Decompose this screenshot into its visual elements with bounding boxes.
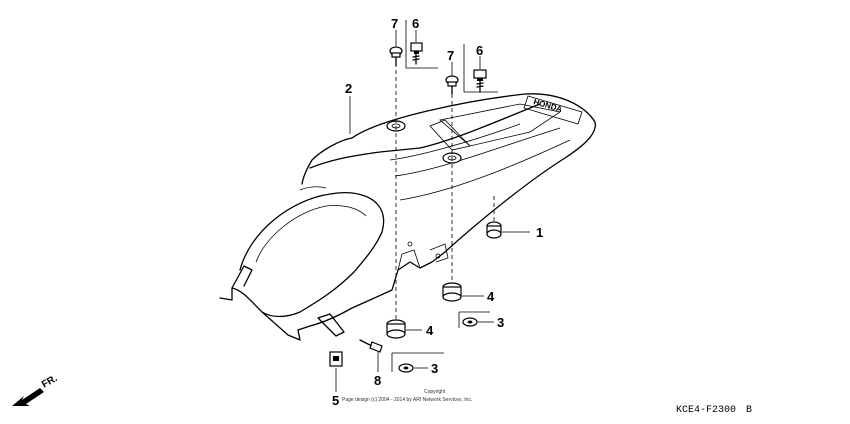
screw-6-left: [410, 42, 423, 65]
part-code-number: KCE4-F2300: [676, 405, 736, 416]
callout-3-upper: 3: [497, 315, 504, 330]
callout-7-right: 7: [447, 48, 454, 63]
callout-8: 8: [374, 373, 381, 388]
bolt-7-right: [445, 75, 459, 95]
front-arrow-icon: [12, 388, 44, 406]
bolt-8: [359, 339, 383, 353]
grommet-1: [486, 221, 502, 239]
callout-1: 1: [536, 225, 543, 240]
collar-4-left: [386, 319, 406, 339]
callout-4-right: 4: [487, 289, 495, 304]
callout-6-left: 6: [412, 16, 419, 31]
callout-5: 5: [332, 393, 339, 408]
group-brackets: [391, 20, 498, 372]
part-code-revision: B: [746, 405, 752, 416]
alignment-lines: [395, 70, 495, 320]
washer-3-lower: [398, 363, 414, 373]
callout-labels: 1 2 3 3 4 4 5 6 6 7 7 8: [332, 16, 543, 408]
bolt-7-left: [389, 46, 403, 67]
part-code: KCE4-F2300 B: [676, 405, 752, 416]
screw-6-right: [473, 69, 487, 93]
leader-lines: [335, 30, 530, 392]
copyright-notice: Page design (c) 2004 - 2014 by ARI Netwo…: [342, 397, 472, 403]
front-label: FR.: [40, 373, 60, 391]
clip-nut-5: [329, 351, 343, 367]
collar-4-right: [442, 282, 462, 302]
rear-fender: HONDA: [219, 93, 596, 341]
callout-4-left: 4: [426, 323, 434, 338]
front-direction-indicator: FR.: [12, 373, 60, 406]
callout-6-right: 6: [476, 43, 483, 58]
callout-3-lower: 3: [431, 361, 438, 376]
callout-2: 2: [345, 81, 352, 96]
callout-7-left: 7: [391, 16, 398, 31]
copyright-title: Copyright: [424, 389, 446, 395]
washer-3-upper: [462, 317, 478, 327]
